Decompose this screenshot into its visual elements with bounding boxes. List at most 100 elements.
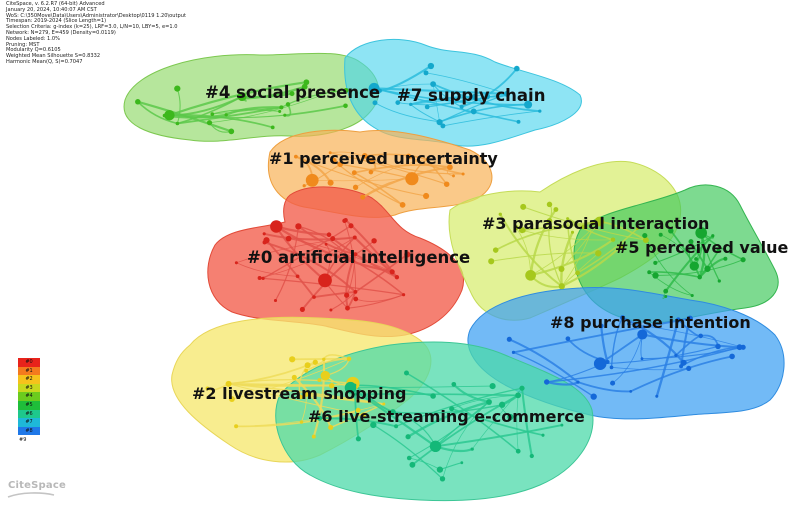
network-node	[620, 315, 626, 321]
network-edge	[372, 424, 444, 480]
network-node	[273, 298, 278, 303]
network-node	[626, 322, 631, 326]
network-edge	[641, 346, 744, 360]
network-node	[498, 212, 502, 216]
network-node	[205, 386, 210, 391]
metadata-line: Selection Criteria: g-index (k=25), LRF=…	[6, 24, 178, 31]
network-edge	[331, 237, 398, 279]
network-edge	[621, 316, 685, 364]
network-edge	[434, 424, 563, 448]
network-node	[640, 357, 644, 361]
network-edge	[566, 217, 614, 241]
cluster-legend: #0 #1 #2 #3 #4 #5 #6 #7 #8 #9	[18, 358, 40, 443]
network-node	[285, 235, 292, 242]
network-node	[529, 453, 534, 459]
network-node	[605, 359, 610, 364]
network-node	[560, 423, 564, 427]
network-node	[299, 306, 305, 312]
network-node	[343, 103, 348, 109]
network-node	[405, 172, 419, 186]
legend-item: #1	[18, 366, 40, 376]
network-edge	[378, 64, 432, 92]
network-node	[513, 225, 519, 231]
network-edge	[426, 93, 508, 108]
network-node	[594, 216, 605, 227]
network-node	[507, 413, 514, 421]
network-node	[355, 436, 361, 442]
network-node	[591, 221, 595, 226]
network-edge	[295, 156, 427, 197]
network-edge	[664, 234, 714, 293]
network-node	[729, 353, 735, 360]
network-node	[430, 393, 436, 399]
network-node	[635, 227, 639, 231]
network-node	[289, 356, 296, 363]
network-edge	[545, 380, 580, 386]
cluster-label-6: #6 live-streaming e-commerce	[308, 407, 585, 426]
network-edge	[363, 153, 429, 161]
network-node	[740, 344, 746, 350]
network-node	[377, 88, 382, 93]
network-node	[162, 113, 167, 118]
network-node	[337, 161, 343, 168]
network-node	[524, 100, 533, 109]
network-edge	[262, 277, 405, 296]
network-edge	[560, 245, 623, 288]
network-node	[610, 237, 616, 242]
network-node	[570, 230, 575, 234]
network-node	[711, 234, 715, 238]
network-node	[311, 434, 316, 439]
network-node	[405, 153, 412, 160]
metadata-line: January 20, 2024, 10:40:07 AM CST	[6, 6, 97, 13]
network-node	[470, 447, 474, 451]
network-node	[515, 392, 522, 399]
network-node	[520, 203, 527, 210]
network-node	[581, 224, 586, 230]
legend-item: #6	[18, 409, 40, 419]
cluster-label-3: #3 parasocial interaction	[482, 214, 709, 233]
network-node	[371, 238, 377, 244]
network-node	[443, 181, 450, 187]
network-node	[689, 261, 699, 271]
network-node	[343, 254, 349, 260]
legend-item: #2	[18, 375, 40, 384]
network-edge	[442, 110, 541, 127]
network-node	[320, 370, 331, 381]
network-node	[402, 293, 406, 297]
network-edge	[512, 317, 692, 354]
network-node	[642, 237, 649, 244]
network-node	[263, 237, 270, 244]
legend-item: #7	[18, 418, 40, 427]
network-node	[237, 92, 247, 102]
metadata-line: Harmonic Mean(Q, S)=0.7047	[6, 58, 83, 65]
network-node	[647, 270, 652, 275]
network-node	[328, 424, 334, 431]
network-node	[515, 448, 521, 454]
network-node	[492, 247, 499, 253]
network-node	[360, 412, 366, 418]
network-edge	[628, 323, 744, 348]
network-edge	[297, 225, 357, 256]
cluster-label-1: #1 perceived uncertainty	[269, 149, 498, 168]
logo-swoosh-icon	[7, 492, 55, 498]
network-edge	[350, 385, 494, 389]
network-node	[316, 415, 323, 421]
network-edge	[529, 238, 615, 277]
network-node	[538, 109, 542, 113]
network-node	[642, 233, 648, 239]
network-node	[351, 170, 357, 176]
network-node	[447, 164, 453, 171]
network-edge	[262, 225, 352, 280]
network-node	[283, 113, 287, 117]
network-node	[353, 296, 359, 302]
network-edge	[168, 114, 274, 129]
network-edge	[297, 225, 354, 262]
network-node	[519, 385, 525, 391]
network-node	[694, 257, 699, 261]
network-node	[440, 123, 446, 129]
network-edge	[450, 407, 544, 437]
network-node	[484, 93, 491, 100]
network-node	[294, 154, 298, 159]
network-node	[350, 258, 355, 264]
network-edge	[168, 81, 308, 117]
